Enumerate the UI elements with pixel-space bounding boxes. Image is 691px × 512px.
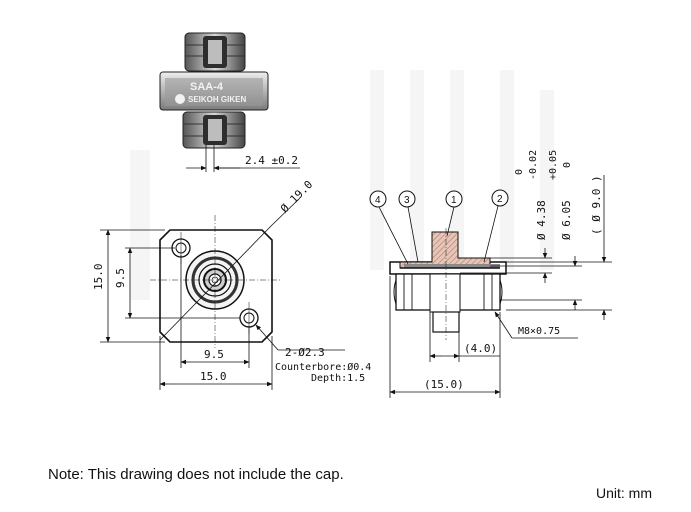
balloon-2-label: 2 [497,194,503,205]
side-len-4-label: (4.0) [464,342,497,355]
front-view [150,197,301,348]
front-width-total-label: 15.0 [200,370,227,383]
front-height-total-label: 15.0 [92,264,105,291]
thread-label: M8×0.75 [518,326,560,337]
depth-label: Depth:1.5 [311,373,365,384]
balloon-1: 1 [445,190,463,237]
front-width-holes-label: 9.5 [204,348,224,361]
photo-gap-dimension [186,145,300,172]
product-brand-label: SEIKOH GIKEN [188,95,246,104]
dia-605-tol-lo: 0 [562,162,573,168]
side-diameter-dimensions [458,175,612,320]
balloon-3: 3 [398,190,419,263]
balloon-4-label: 4 [375,195,381,206]
dia-438-tol-lo: -0.02 [528,150,539,180]
flange-diameter-label: Ø 19.0 [278,178,315,215]
brand-logo-icon [175,94,185,104]
counterbore-label: Counterbore:Ø0.4 [275,361,371,373]
side-view [389,228,507,340]
dia-438-label: Ø 4.38 [535,200,548,240]
dia-90-label: ( Ø 9.0 ) [590,175,603,235]
front-width-dimensions [159,255,345,390]
mount-holes-label: 2-Ø2.3 [285,346,325,359]
side-length-dimensions [389,276,578,398]
product-photo: SAA-4 SEIKOH GIKEN [159,32,269,149]
unit-label: Unit: mm [596,485,652,501]
balloon-2: 2 [483,189,509,263]
drawing-note: Note: This drawing does not include the … [48,466,344,483]
watermark [130,70,554,300]
front-height-dimensions [100,229,240,343]
side-len-15-label: (15.0) [424,378,464,391]
balloon-3-label: 3 [404,195,410,206]
balloon-1-label: 1 [451,195,457,206]
product-model-label: SAA-4 [190,81,224,93]
dia-438-tol-hi: 0 [514,169,525,175]
dia-605-label: Ø 6.05 [560,200,573,240]
dia-605-tol-hi: +0.05 [548,150,559,180]
callout-balloons: 1 2 3 4 [369,189,509,265]
photo-gap-label: 2.4 ±0.2 [245,154,298,167]
front-height-holes-label: 9.5 [114,268,127,288]
balloon-4: 4 [369,190,409,265]
